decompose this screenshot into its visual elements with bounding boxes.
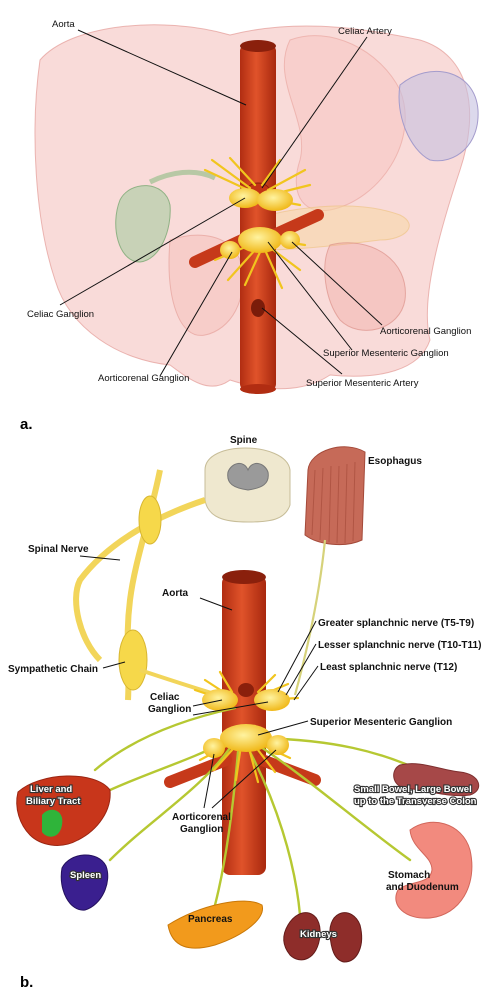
kidney-b-right xyxy=(329,912,363,963)
sympathetic-ganglion-upper xyxy=(138,495,162,545)
kidney-b-left xyxy=(283,912,321,961)
label-aorta-b: Aorta xyxy=(162,588,189,599)
label-kidneys: Kidneys xyxy=(300,929,337,940)
superior-mesenteric-ganglion-b xyxy=(220,724,272,752)
label-aorticorenal-ganglion-left-a: Aorticorenal Ganglion xyxy=(98,373,189,384)
kidney-outline xyxy=(324,242,406,331)
superior-mesenteric-artery-origin xyxy=(251,299,265,317)
panel-label-a: a. xyxy=(20,416,33,433)
sympathetic-ganglion-lower xyxy=(118,629,148,691)
esophagus-texture xyxy=(311,461,356,544)
celiac-ganglion-b-right xyxy=(254,689,290,711)
label-sympathetic-chain: Sympathetic Chain xyxy=(8,664,98,675)
label-liver-line2: Biliary Tract xyxy=(26,796,81,807)
leader-sm-ganglion-a xyxy=(267,241,353,351)
label-least-splanchnic: Least splanchnic nerve (T12) xyxy=(320,662,457,673)
label-spleen: Spleen xyxy=(70,870,101,881)
aorta xyxy=(240,45,276,390)
label-aorticorenal-ganglion-right-a: Aorticorenal Ganglion xyxy=(380,326,471,337)
label-bowel-line2: up to the Transverse Colon xyxy=(354,796,477,807)
aorticorenal-ganglion-left xyxy=(220,241,240,259)
leader-aorticorenal-left-a xyxy=(159,251,233,377)
aorta-b-top xyxy=(222,570,266,584)
label-pancreas: Pancreas xyxy=(188,914,233,925)
aorta-top-opening xyxy=(240,40,276,52)
label-bowel-line1: Small Bowel, Large Bowel xyxy=(354,784,472,795)
label-celiac-ganglion-line1: Celiac xyxy=(150,692,180,703)
liver-b xyxy=(16,775,111,846)
duct-outline xyxy=(148,169,217,185)
leader-celiac-ganglion-b-1 xyxy=(192,699,223,707)
panel-label-b: b. xyxy=(20,974,33,991)
label-spine: Spine xyxy=(230,435,258,446)
bowel-b xyxy=(393,763,480,797)
label-esophagus: Esophagus xyxy=(368,456,422,467)
leader-celiac-ganglion-b-2 xyxy=(192,701,269,716)
esophagus xyxy=(304,446,366,546)
leader-greater-splanchnic xyxy=(277,620,317,693)
leader-sm-artery-a xyxy=(261,307,343,375)
aorticorenal-ganglion-b-left xyxy=(203,738,225,758)
label-aorta-a: Aorta xyxy=(52,19,75,30)
label-celiac-artery-a: Celiac Artery xyxy=(338,26,392,37)
label-sm-ganglion-a: Superior Mesenteric Ganglion xyxy=(323,348,449,359)
gallbladder-outline xyxy=(115,185,171,263)
stomach-b xyxy=(395,821,473,919)
spinal-nerve-trunk xyxy=(73,497,206,663)
label-stomach-line2: and Duodenum xyxy=(386,882,459,893)
label-spinal-nerve: Spinal Nerve xyxy=(28,544,89,555)
leader-aorticorenal-right-a xyxy=(291,241,383,326)
label-lesser-splanchnic: Lesser splanchnic nerve (T10-T11) xyxy=(318,640,481,651)
spleen-b xyxy=(60,854,109,911)
label-celiac-ganglion-a: Celiac Ganglion xyxy=(27,309,94,320)
panel-a: Aorta Celiac Artery Celiac Ganglion Aort… xyxy=(20,19,479,433)
superior-mesenteric-ganglion xyxy=(238,227,282,253)
duodenum-outline xyxy=(168,234,244,336)
leader-celiac-ganglion-a xyxy=(59,197,246,306)
celiac-artery-b xyxy=(238,683,254,697)
label-aorticorenal-b-line2: Ganglion xyxy=(180,824,223,835)
renal-artery-right xyxy=(268,209,324,241)
panel-b: Spine Esophagus Spinal Nerve Aorta Great… xyxy=(8,435,481,991)
label-sm-artery-a: Superior Mesenteric Artery xyxy=(306,378,419,389)
renal-artery-b-right xyxy=(256,754,321,786)
leader-aorticorenal-b-1 xyxy=(203,753,215,809)
leader-aorta-b xyxy=(199,597,233,611)
leader-spinal-nerve xyxy=(79,555,121,561)
leader-lesser-splanchnic xyxy=(285,643,317,696)
celiac-ganglion-right xyxy=(257,189,293,211)
label-celiac-ganglion-line2: Ganglion xyxy=(148,704,191,715)
leader-sm-ganglion-b xyxy=(257,720,309,736)
leader-aorta-a xyxy=(77,29,247,106)
gallbladder-b xyxy=(42,809,63,837)
spleen-outline xyxy=(398,70,479,162)
leader-sympathetic-chain xyxy=(102,661,126,669)
aorticorenal-ganglion-b-right xyxy=(267,735,289,755)
label-greater-splanchnic: Greater splanchnic nerve (T5-T9) xyxy=(318,618,474,629)
aorta-bottom xyxy=(240,384,276,394)
label-aorticorenal-b-line1: Aorticorenal xyxy=(172,812,231,823)
leader-celiac-artery-a xyxy=(261,36,368,189)
vagal-nerve xyxy=(293,539,327,696)
leader-aorticorenal-b-2 xyxy=(211,749,277,809)
pancreas-b xyxy=(167,900,263,949)
label-stomach-line1: Stomach xyxy=(388,870,430,881)
label-liver-line1: Liver and xyxy=(30,784,72,795)
label-sm-ganglion-b: Superior Mesenteric Ganglion xyxy=(310,717,452,728)
leader-least-splanchnic xyxy=(293,665,319,701)
spinal-cord xyxy=(227,463,269,491)
